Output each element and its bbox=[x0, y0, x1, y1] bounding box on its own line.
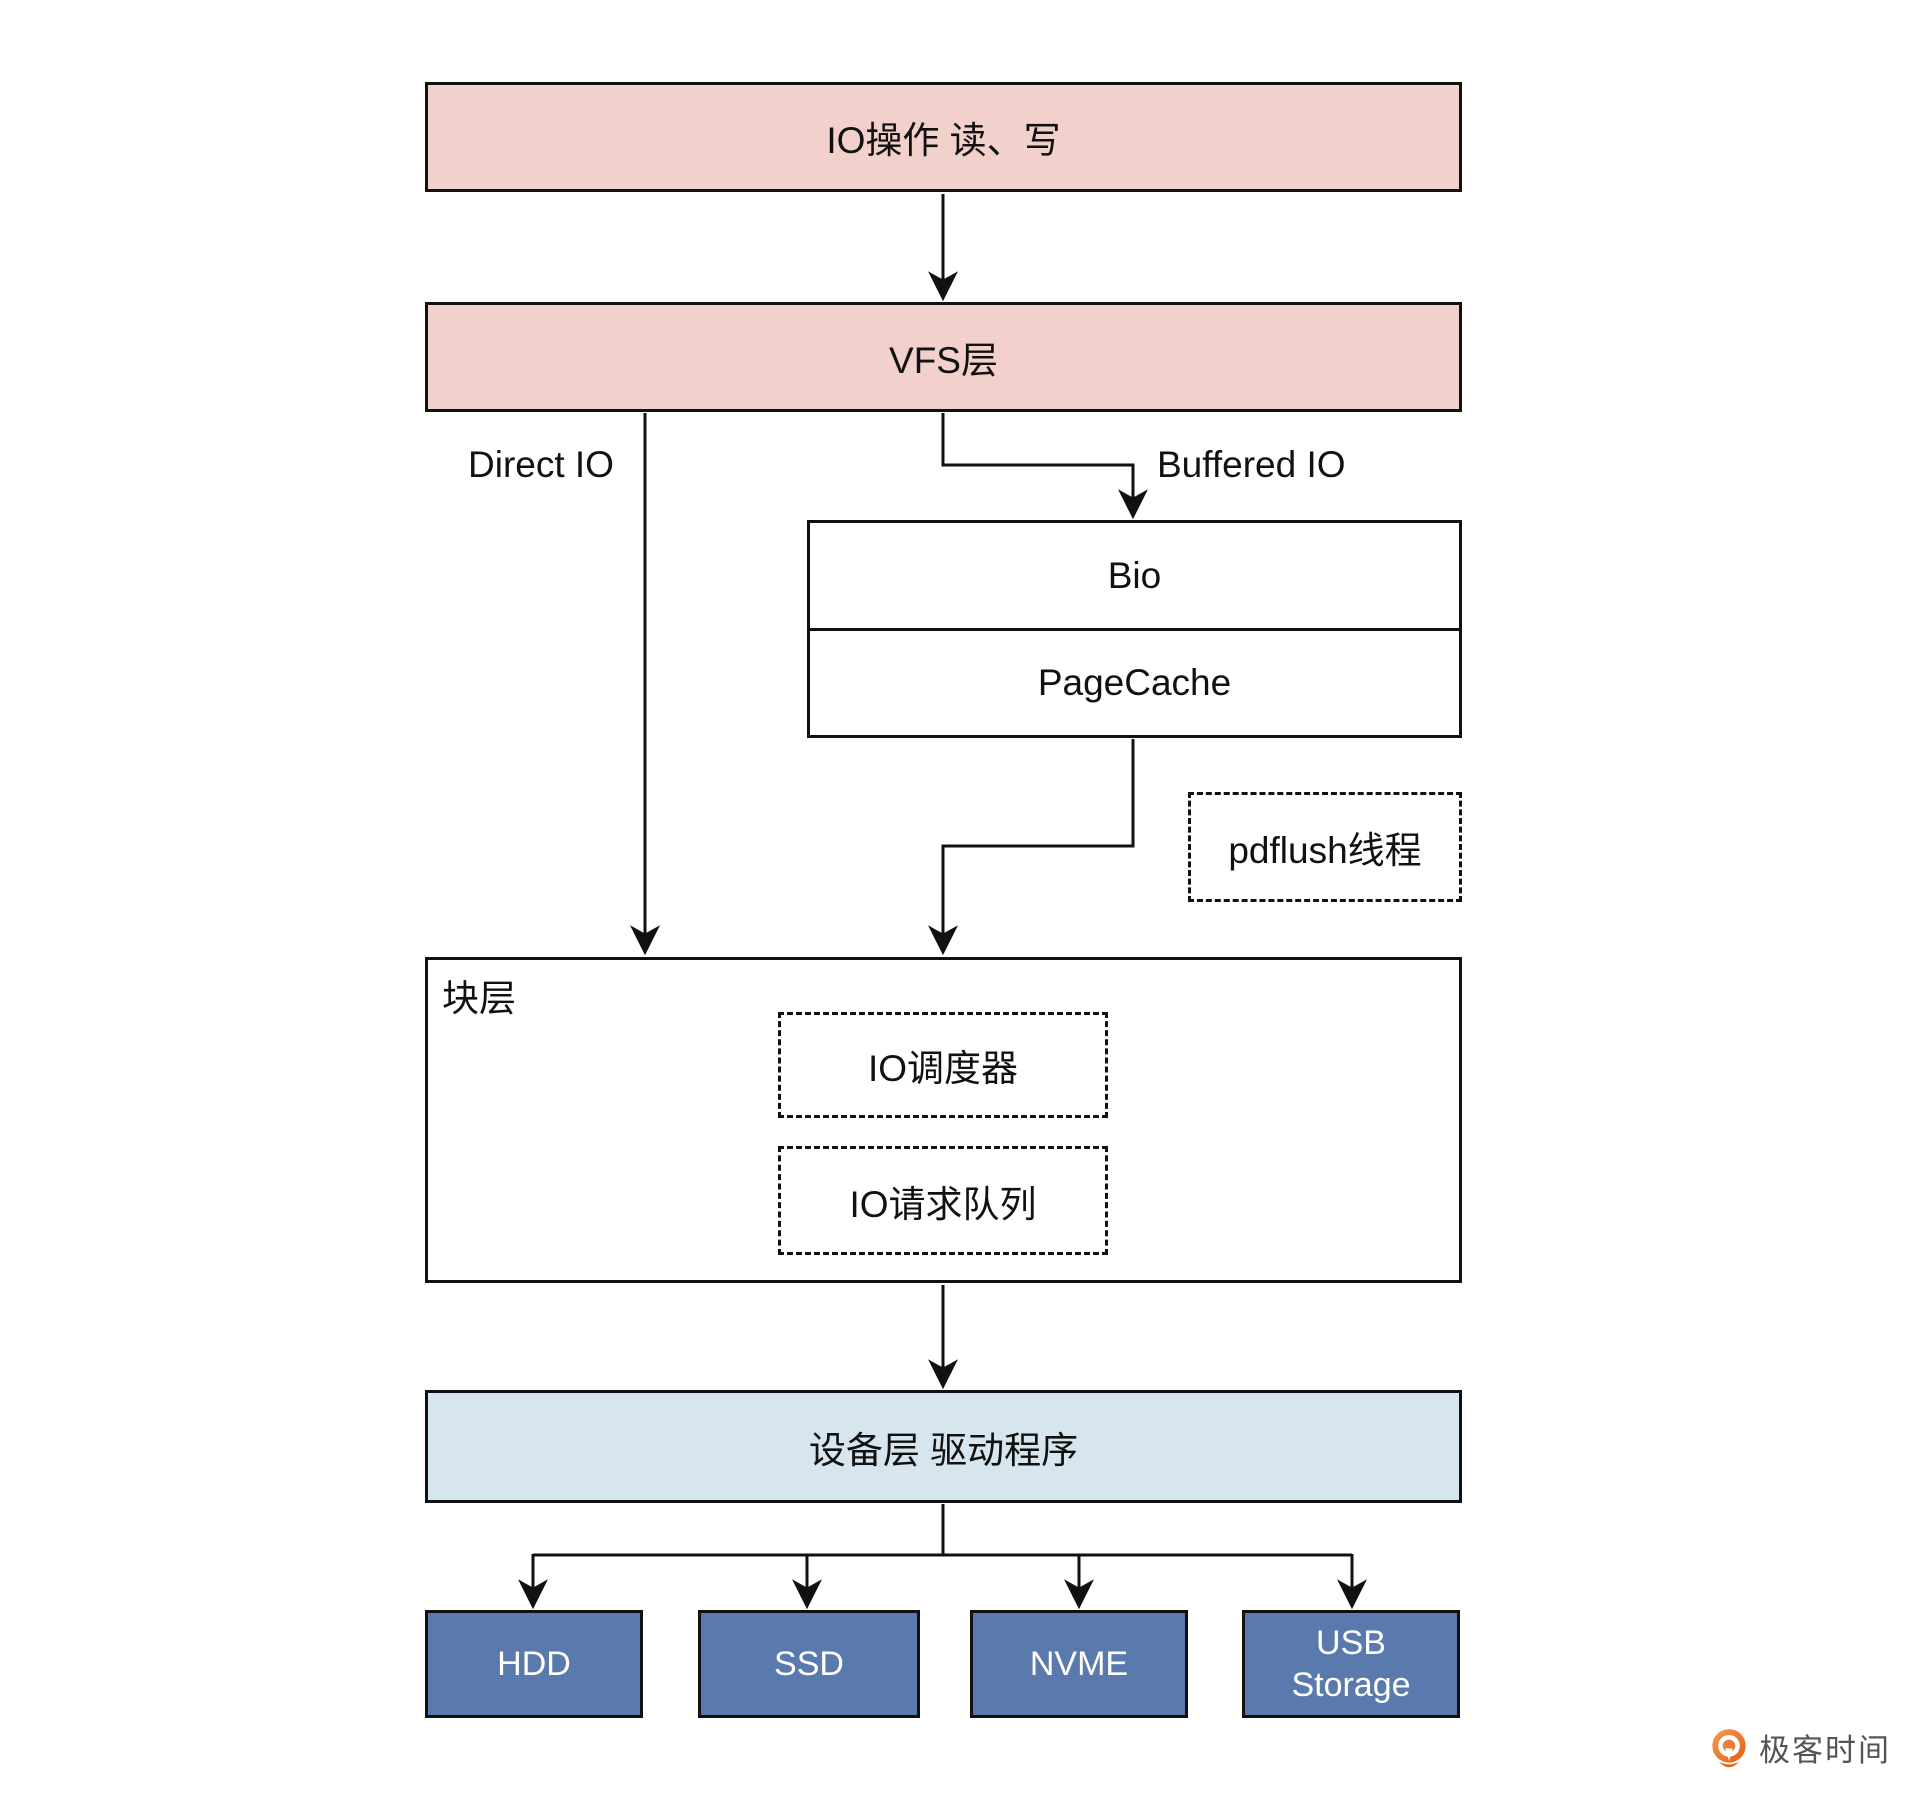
block-layer-label: 块层 bbox=[442, 978, 516, 1019]
io-request-queue-label: IO请求队列 bbox=[849, 1183, 1037, 1225]
pdflush-label: pdflush线程 bbox=[1228, 830, 1422, 871]
buffered-io-label: Buffered IO bbox=[1157, 444, 1346, 485]
arrow-buffered-io bbox=[941, 413, 1148, 520]
nvme-label: NVME bbox=[1029, 1644, 1129, 1683]
io-request-queue-box: IO请求队列 bbox=[778, 1146, 1108, 1255]
hdd-label: HDD bbox=[497, 1644, 571, 1683]
device-layer-label: 设备层 驱动程序 bbox=[808, 1429, 1079, 1471]
bio-label: Bio bbox=[1107, 554, 1162, 596]
bio-row: Bio bbox=[810, 523, 1459, 628]
pdflush-box: pdflush线程 bbox=[1188, 792, 1462, 902]
hdd-box: HDD bbox=[425, 1610, 643, 1718]
geektime-logo: 极客时间 bbox=[1708, 1726, 1891, 1774]
io-operation-box: IO操作 读、写 bbox=[425, 82, 1462, 192]
usb-storage-box: USB Storage bbox=[1242, 1610, 1460, 1718]
device-layer-box: 设备层 驱动程序 bbox=[425, 1390, 1462, 1503]
io-scheduler-label: IO调度器 bbox=[867, 1048, 1019, 1089]
direct-io-label: Direct IO bbox=[468, 444, 614, 485]
ssd-box: SSD bbox=[698, 1610, 920, 1718]
geektime-logo-icon bbox=[1712, 1729, 1746, 1768]
pagecache-row: PageCache bbox=[810, 628, 1459, 735]
nvme-box: NVME bbox=[970, 1610, 1188, 1718]
io-scheduler-box: IO调度器 bbox=[778, 1012, 1108, 1118]
pagecache-label: PageCache bbox=[1037, 662, 1232, 703]
bio-pagecache-box: Bio PageCache bbox=[807, 520, 1462, 738]
geektime-logo-text: 极客时间 bbox=[1759, 1732, 1891, 1768]
vfs-layer-label: VFS层 bbox=[889, 340, 998, 381]
arrow-pagecache-to-block bbox=[928, 739, 1135, 956]
usb-storage-label: USB Storage bbox=[1291, 1623, 1411, 1705]
vfs-layer-box: VFS层 bbox=[425, 302, 1462, 412]
ssd-label: SSD bbox=[774, 1644, 844, 1683]
io-operation-label: IO操作 读、写 bbox=[826, 120, 1061, 161]
